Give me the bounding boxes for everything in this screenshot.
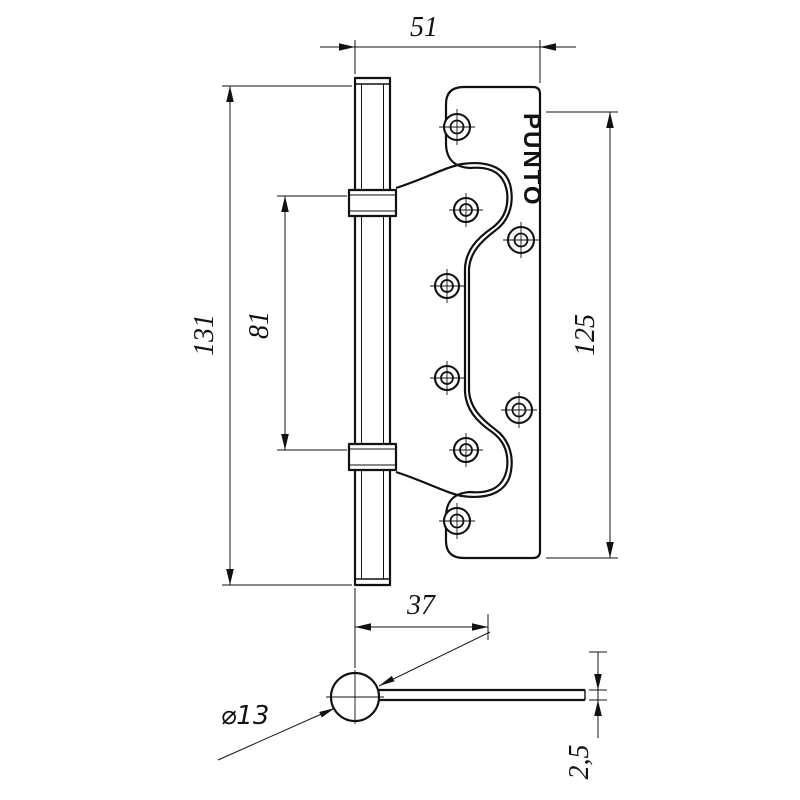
dimension-text: 37 (406, 590, 436, 621)
arrowhead (606, 542, 614, 558)
knuckle-collar-top (347, 188, 398, 218)
arrowhead (594, 700, 602, 716)
front-view: PUNTO (347, 76, 545, 587)
arrowhead (281, 434, 289, 450)
dimension-text: 2,5 (564, 745, 595, 780)
dimension-text: 51 (410, 12, 438, 43)
arrowhead (472, 623, 488, 631)
brand-label: PUNTO (518, 113, 545, 207)
arrowhead (540, 43, 556, 51)
arrowhead (606, 112, 614, 128)
hinge-plate (444, 85, 542, 560)
arrowhead (319, 708, 335, 718)
dimension-text: ⌀13 (221, 701, 270, 731)
barrel (353, 76, 392, 587)
screw-hole (428, 267, 466, 305)
screw-hole (447, 191, 485, 229)
leader-line (378, 631, 491, 687)
barrel-body (353, 76, 392, 587)
dim-leaf-width: 37 (354, 588, 489, 668)
dim-knuckle-spacing: 81 (244, 195, 347, 451)
bottom-view: ⌀13 2,5 (217, 631, 607, 780)
dimension-text: 125 (570, 314, 601, 356)
leader-line (217, 707, 336, 761)
arrowhead (355, 623, 371, 631)
inner-leaf (395, 162, 513, 498)
arrowhead (226, 86, 234, 102)
dim-leaf-thickness: 2,5 (564, 651, 607, 780)
screw-hole (447, 431, 485, 469)
leaf-section (378, 688, 586, 702)
screw-hole (428, 359, 466, 397)
dimension-text: 81 (244, 311, 275, 339)
dimension-text: 131 (189, 314, 220, 356)
dim-plate-height: 125 (546, 111, 618, 559)
arrowhead (379, 675, 395, 686)
dim-overall-width: 51 (320, 12, 576, 83)
dim-barrel-diameter: ⌀13 (217, 631, 491, 761)
arrowhead (226, 569, 234, 585)
dim-overall-height: 131 (189, 85, 352, 586)
arrowhead (281, 196, 289, 212)
dimensions: 51 131 81 125 (189, 12, 618, 668)
arrowhead (594, 674, 602, 690)
arrowhead (339, 43, 355, 51)
knuckle-collar-bottom (347, 442, 398, 472)
